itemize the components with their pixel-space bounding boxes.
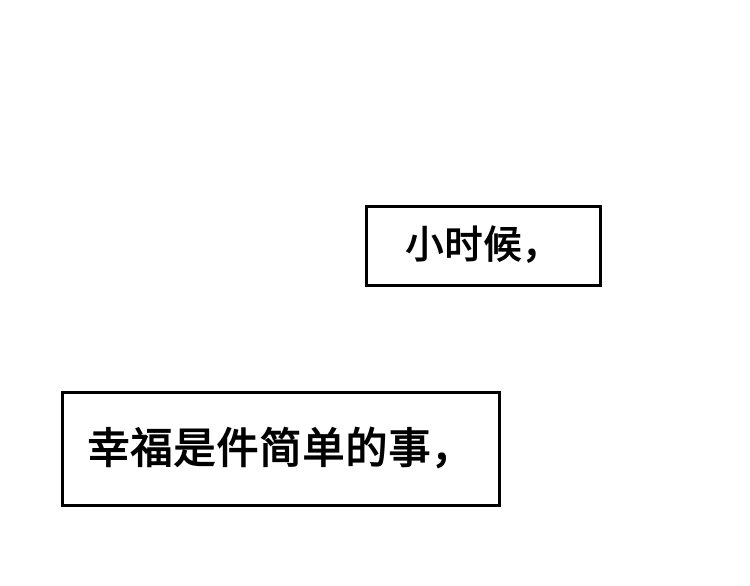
caption-text-top: 小时候， bbox=[405, 225, 562, 267]
caption-box-top: 小时候， bbox=[365, 205, 602, 287]
caption-box-bottom: 幸福是件简单的事， bbox=[61, 391, 501, 507]
caption-text-bottom: 幸福是件简单的事， bbox=[87, 425, 475, 472]
